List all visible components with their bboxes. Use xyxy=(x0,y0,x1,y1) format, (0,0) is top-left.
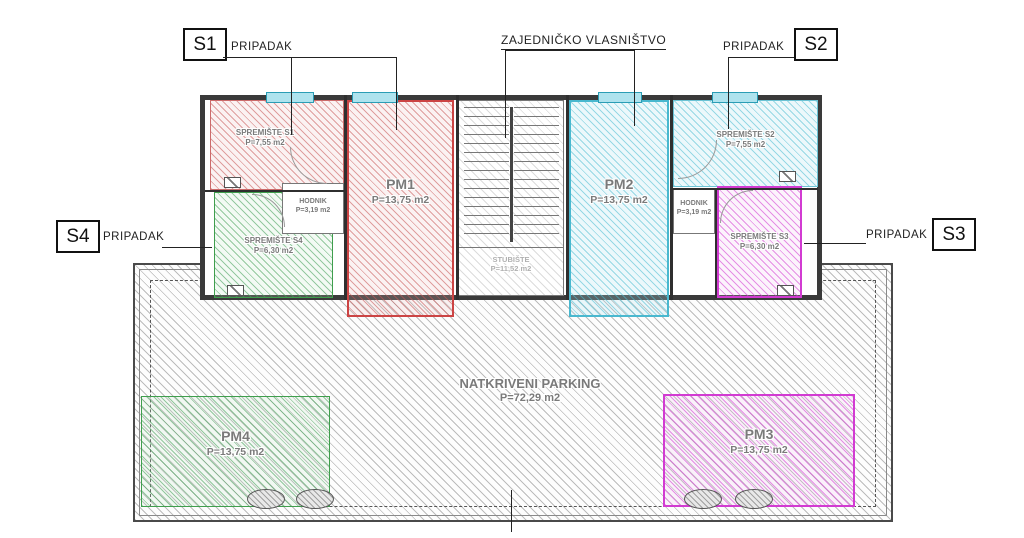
symbol-box xyxy=(227,285,244,296)
label-pm3: PM3 P=13,75 m2 xyxy=(730,426,788,456)
common-ownership-label: ZAJEDNIČKO VLASNIŠTVO xyxy=(501,33,667,50)
parking-space-pm2 xyxy=(569,100,669,317)
pillar-oval xyxy=(735,489,773,509)
stair-treads-left xyxy=(464,107,509,242)
tag-s3-text: S3 xyxy=(942,223,966,245)
pillar-oval xyxy=(296,489,334,509)
parking-space-pm4 xyxy=(141,396,330,507)
pripadak-s2-label: PRIPADAK xyxy=(723,41,785,53)
symbol-box xyxy=(777,285,794,296)
room-spremiste-s4 xyxy=(214,192,333,298)
stair-landing-line xyxy=(459,247,563,248)
pripadak-s4-label: PRIPADAK xyxy=(103,231,165,243)
leader-line xyxy=(634,50,635,126)
tag-s1: S1 xyxy=(183,28,227,61)
window-icon xyxy=(352,92,398,103)
leader-line xyxy=(728,57,794,58)
stair-center-divider xyxy=(510,107,513,242)
tag-s4-text: S4 xyxy=(66,225,90,247)
symbol-box xyxy=(779,171,796,182)
tag-s2: S2 xyxy=(794,28,838,61)
leader-line xyxy=(291,57,292,135)
pripadak-s3-label: PRIPADAK xyxy=(866,229,928,241)
pillar-oval xyxy=(247,489,285,509)
tag-s1-text: S1 xyxy=(193,33,217,55)
label-parking: NATKRIVENI PARKING P=72,29 m2 xyxy=(459,376,601,405)
stair-treads-right xyxy=(514,107,559,242)
tag-s3: S3 xyxy=(932,218,976,251)
pillar-oval xyxy=(684,489,722,509)
wall xyxy=(456,95,459,300)
leader-line xyxy=(505,50,506,138)
symbol-box xyxy=(224,177,241,188)
wall xyxy=(715,188,717,298)
stairwell xyxy=(458,100,564,296)
label-pm2: PM2 P=13,75 m2 xyxy=(590,176,648,206)
label-pm4: PM4 P=13,75 m2 xyxy=(206,428,265,458)
wall xyxy=(672,188,818,190)
wall xyxy=(566,95,569,300)
bottom-leader-line xyxy=(511,490,512,532)
leader-line xyxy=(162,247,212,248)
wall xyxy=(670,95,673,300)
parking-space-pm3 xyxy=(663,394,855,507)
leader-line xyxy=(505,50,635,51)
window-icon xyxy=(266,92,314,103)
leader-line xyxy=(223,57,397,58)
pripadak-s1-label: PRIPADAK xyxy=(231,41,293,53)
window-icon xyxy=(712,92,758,103)
leader-line xyxy=(804,243,866,244)
leader-line xyxy=(728,57,729,129)
leader-line xyxy=(396,57,397,130)
label-pm1: PM1 P=13,75 m2 xyxy=(371,176,430,206)
wall xyxy=(205,190,345,192)
room-hodnik-right xyxy=(673,189,715,234)
wall xyxy=(344,95,347,300)
tag-s2-text: S2 xyxy=(804,33,828,55)
tag-s4: S4 xyxy=(56,220,100,253)
window-icon xyxy=(598,92,642,103)
parking-space-pm1 xyxy=(347,100,454,317)
